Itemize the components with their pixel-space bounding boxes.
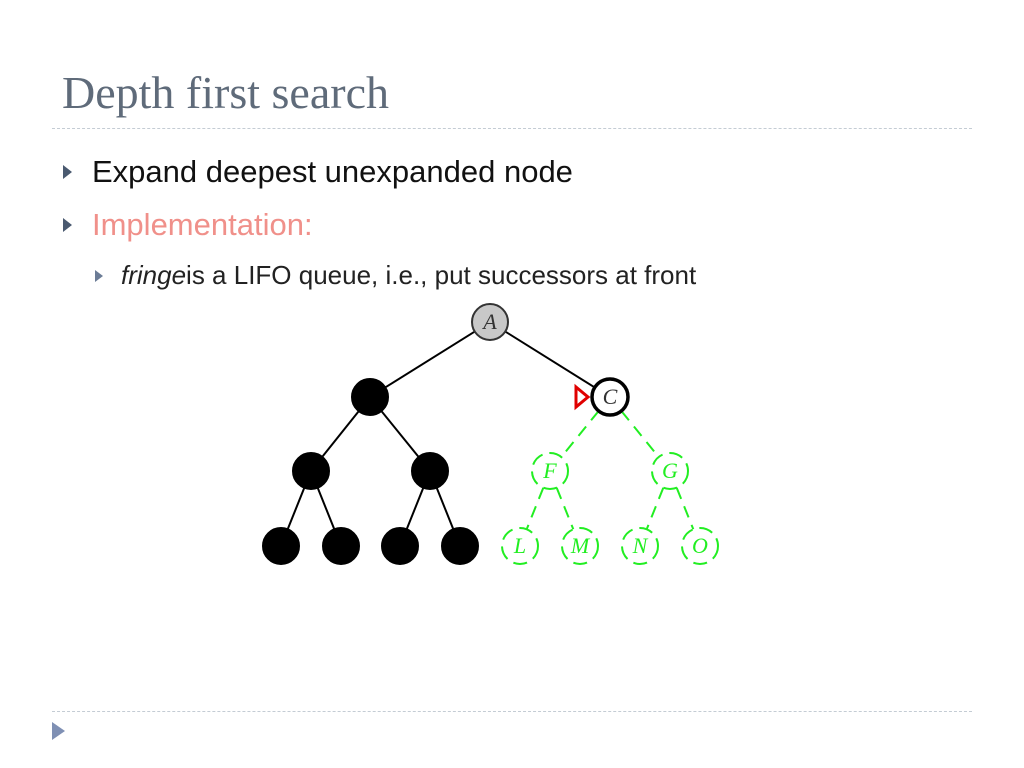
tree-node-label-m: M <box>570 533 591 558</box>
bullet-expand: Expand deepest unexpanded node <box>63 154 573 190</box>
tree-node-j <box>381 527 419 565</box>
tree-edge-A-B <box>384 330 476 389</box>
tree-node-label-g: G <box>662 458 678 483</box>
tree-node-a <box>471 303 509 341</box>
tree-node-h <box>262 527 300 565</box>
tree-node-l <box>501 527 539 565</box>
current-node-pointer-icon <box>574 383 591 411</box>
tree-edge-F-M <box>555 487 575 530</box>
tree-node-label-f: F <box>542 458 557 483</box>
tree-node-e <box>411 452 449 490</box>
slide-corner-arrow-icon <box>52 722 65 740</box>
tree-node-n <box>621 527 659 565</box>
tree-node-i <box>322 527 360 565</box>
tree-node-d <box>292 452 330 490</box>
sub-bullet-arrow-icon <box>95 269 103 282</box>
tree-node-c <box>590 377 630 417</box>
bullet-arrow-icon <box>63 218 72 232</box>
tree-edge-D-I <box>316 487 336 530</box>
tree-node-label-n: N <box>632 533 649 558</box>
tree-node-label-a: A <box>481 309 497 334</box>
tree-node-k <box>441 527 479 565</box>
bullet-text: Implementation: <box>92 207 313 242</box>
tree-node-m <box>561 527 599 565</box>
tree-edge-B-D <box>321 410 360 458</box>
sub-bullet-fringe: fringe is a LIFO queue, i.e., put succes… <box>95 260 696 291</box>
tree-node-label-l: L <box>513 533 526 558</box>
tree-edge-A-C <box>504 330 596 389</box>
tree-node-b <box>351 378 389 416</box>
tree-node-label-c: C <box>603 384 618 409</box>
tree-node-f <box>531 452 569 490</box>
slide-title: Depth first search <box>62 67 389 118</box>
fringe-term: fringe <box>121 260 187 290</box>
tree-node-g <box>651 452 689 490</box>
title-divider <box>52 128 972 129</box>
tree-node-o <box>681 527 719 565</box>
footer-divider <box>52 711 972 712</box>
tree-edge-F-L <box>525 487 545 530</box>
tree-edge-C-F <box>560 410 600 458</box>
bullet-text: Expand deepest unexpanded node <box>92 154 573 189</box>
sub-bullet-text: is a LIFO queue, i.e., put successors at… <box>186 260 697 290</box>
tree-edge-B-E <box>380 410 420 458</box>
bullet-implementation: Implementation: <box>63 207 313 243</box>
tree-edge-E-J <box>405 487 425 530</box>
tree-node-label-o: O <box>692 533 708 558</box>
tree-edge-D-H <box>286 487 306 530</box>
tree-edge-C-G <box>620 410 660 458</box>
tree-edge-G-N <box>645 487 665 530</box>
bullet-arrow-icon <box>63 165 72 179</box>
tree-edge-G-O <box>675 487 695 530</box>
tree-edge-E-K <box>435 487 455 530</box>
